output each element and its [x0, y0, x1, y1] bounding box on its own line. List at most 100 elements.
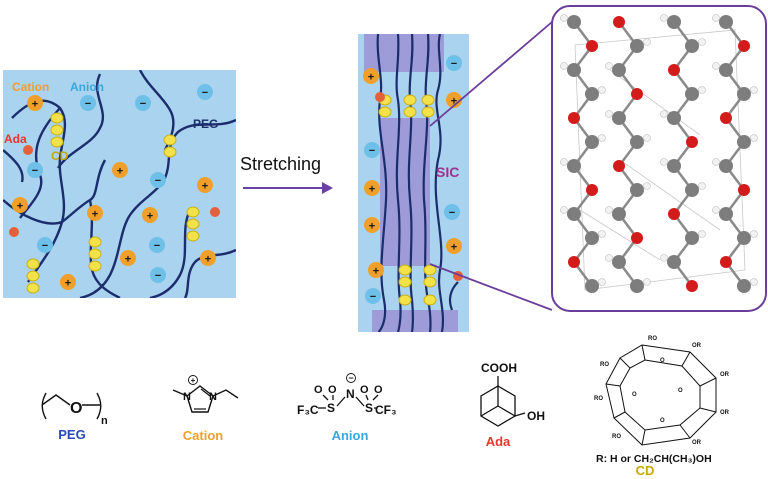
- middle-panel: + − + − + + − + + − SIC: [358, 34, 469, 332]
- oxygen-atom: [586, 40, 598, 52]
- hydrogen-atom: [660, 110, 668, 118]
- hydrogen-atom: [643, 134, 651, 142]
- oxygen-atom: [568, 112, 580, 124]
- sic-region-middle: [380, 118, 430, 266]
- carbon-atom: [585, 231, 599, 245]
- cation: +: [197, 177, 213, 193]
- oxygen-atom: [720, 112, 732, 124]
- oxygen-atom: [668, 64, 680, 76]
- plus-sign: +: [368, 72, 374, 84]
- oxygen-atom: [720, 256, 732, 268]
- carbon-atom: [737, 231, 751, 245]
- cd-ring: [50, 112, 64, 124]
- cation: +: [60, 274, 76, 290]
- hydrogen-atom: [712, 62, 720, 70]
- carbon-atom: [667, 15, 681, 29]
- cation: +: [112, 162, 128, 178]
- cd-ring: [423, 276, 437, 288]
- cd-ring: [186, 218, 200, 230]
- legend-peg-name: PEG: [58, 427, 85, 442]
- anion-bonds: [318, 394, 379, 409]
- hydrogen-atom: [598, 230, 606, 238]
- ada-sphere: [9, 227, 19, 237]
- hydrogen-atom: [750, 86, 758, 94]
- label-anion: Anion: [70, 80, 104, 94]
- cd-ring-o-label: O: [632, 392, 637, 398]
- ions-middle: + − + − + + − + + −: [363, 55, 462, 304]
- anion-right-group: CF₃: [375, 403, 397, 417]
- cd-ro-label: RO: [648, 336, 657, 342]
- anion: −: [27, 162, 43, 178]
- legend-cation: + N N Cation: [172, 375, 239, 443]
- anions-left: − − − − − − − −: [27, 84, 213, 283]
- ada-sphere: [375, 92, 385, 102]
- cd-or-label: OR: [692, 440, 702, 446]
- cd-substituent-labels: RO OR OR OR OR RO RO RO O O O O: [594, 336, 730, 446]
- cd-or-label: OR: [720, 372, 730, 378]
- plus-sign: +: [92, 209, 98, 221]
- plus-sign: +: [32, 99, 38, 111]
- cation-charge: +: [191, 376, 196, 385]
- legend-ada-name: Ada: [486, 434, 511, 449]
- carbon-atom: [612, 111, 626, 125]
- anion: −: [444, 204, 460, 220]
- carbon-atom: [630, 39, 644, 53]
- minus-sign: −: [155, 175, 161, 187]
- carbon-atom: [719, 63, 733, 77]
- anion-charge: −: [348, 373, 353, 383]
- imidazolium-ring: [186, 385, 214, 413]
- cation: +: [368, 262, 384, 278]
- ethyl-bond: [212, 389, 239, 399]
- cd-ring-o-label: O: [660, 358, 665, 364]
- cation: +: [364, 217, 380, 233]
- plus-sign: +: [125, 254, 131, 266]
- oxygen-atom: [738, 40, 750, 52]
- cation: +: [12, 197, 28, 213]
- anion: −: [150, 172, 166, 188]
- cd-rings-left: [26, 112, 200, 294]
- hydrogen-atom: [560, 206, 568, 214]
- carbon-atom: [567, 207, 581, 221]
- plus-sign: +: [373, 266, 379, 278]
- cation: +: [27, 95, 43, 111]
- ada-sphere: [210, 207, 220, 217]
- cd-ro-label: RO: [600, 362, 609, 368]
- cd-ring: [163, 146, 177, 158]
- plus-sign: +: [65, 278, 71, 290]
- minus-sign: −: [155, 270, 161, 282]
- cd-ring: [421, 94, 435, 106]
- anion-s-right: S: [365, 401, 373, 415]
- hydrogen-atom: [660, 158, 668, 166]
- carbon-atom: [585, 135, 599, 149]
- legend-ada: COOH OH Ada: [480, 361, 545, 449]
- hydrogen-atom: [560, 158, 568, 166]
- cd-ring: [50, 124, 64, 136]
- carbon-atom: [719, 15, 733, 29]
- carbon-atom: [567, 159, 581, 173]
- plus-sign: +: [17, 201, 23, 213]
- minus-sign: −: [202, 87, 208, 99]
- bracket-left: [41, 392, 47, 420]
- stretching-arrow: Stretching: [240, 154, 333, 194]
- carbon-atom: [585, 87, 599, 101]
- hydrogen-atom: [712, 158, 720, 166]
- hydrogen-atom: [605, 206, 613, 214]
- anion-n: N: [346, 387, 355, 401]
- oxygen-atom: [686, 280, 698, 292]
- cd-substituent-formula: R: H or CH₂CH(CH₃)OH: [596, 453, 712, 465]
- plus-sign: +: [147, 211, 153, 223]
- hydrogen-atom: [660, 254, 668, 262]
- legend-cd: RO OR OR OR OR RO RO RO O O O O R: H or …: [594, 336, 730, 478]
- oxygen-atom: [631, 232, 643, 244]
- sic-region-top: [364, 34, 444, 72]
- cd-ring: [88, 260, 102, 272]
- cation: +: [200, 250, 216, 266]
- hydrogen-atom: [605, 110, 613, 118]
- zoom-connectors: [429, 21, 553, 311]
- double-bond: [200, 388, 211, 397]
- cd-ring: [163, 134, 177, 146]
- hydrogen-atom: [643, 182, 651, 190]
- hydrogen-atom: [643, 278, 651, 286]
- cd-ring: [26, 282, 40, 294]
